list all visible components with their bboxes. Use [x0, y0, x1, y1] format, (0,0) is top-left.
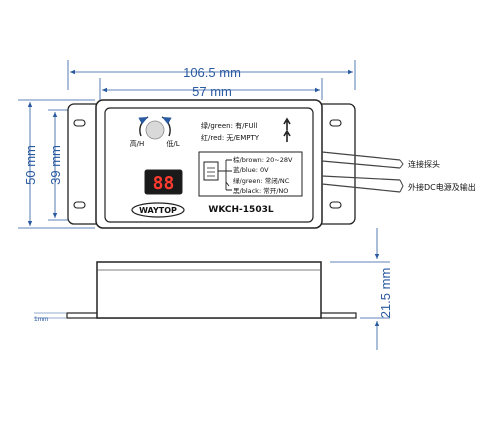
- overall-height-label: 50 mm: [23, 145, 38, 185]
- brand-name: WAYTOP: [139, 206, 177, 215]
- cables: 连接探头 外接DC电源及输出: [321, 151, 476, 193]
- led-red-label: 红/red: 无/EMPTY: [201, 133, 260, 142]
- panel-height-label: 39 mm: [48, 145, 63, 185]
- arrow-up-icon: [283, 129, 291, 142]
- knob-icon: [145, 120, 165, 140]
- mounting-hole: [329, 201, 342, 209]
- mounting-hole: [329, 119, 342, 127]
- led-display: 88: [144, 169, 183, 195]
- dimension-overall-width: 106.5 mm: [67, 60, 356, 90]
- wire-green-label: 绿/green: 常闭/NC: [233, 176, 290, 185]
- led-green-label: 绿/green: 有/FUll: [201, 121, 258, 130]
- knob-low-label: 低/L: [166, 139, 179, 148]
- rotate-right-arrow-icon: [161, 116, 172, 137]
- arrow-up-icon: [283, 117, 291, 130]
- mounting-hole: [73, 201, 86, 209]
- housing-side-view: [66, 261, 357, 319]
- flange-thickness-label: 1mm: [34, 316, 48, 323]
- logo-badge: [131, 202, 185, 218]
- model-label: WKCH-1503L: [208, 205, 273, 215]
- wire-brown-label: 棕/brown: 20~28V: [233, 155, 293, 164]
- relay-coil-icon: [203, 161, 219, 181]
- rotate-left-arrow-icon: [138, 116, 149, 137]
- mounting-hole: [73, 119, 86, 127]
- dimension-panel-width: 57 mm: [99, 78, 323, 100]
- probe-callout: 连接探头: [408, 159, 440, 169]
- wire-black-label: 黑/black: 常开/NO: [233, 186, 288, 195]
- display-screen: [144, 169, 183, 195]
- panel-width-label: 57 mm: [192, 84, 232, 99]
- knob-high-label: 高/H: [130, 139, 145, 148]
- dimension-overall-height: 50 mm: [18, 99, 95, 229]
- power-callout: 外接DC电源及输出: [408, 182, 476, 192]
- led-legend: 绿/green: 有/FUll 红/red: 无/EMPTY: [201, 117, 291, 142]
- side-body: [96, 261, 322, 319]
- sensitivity-knob: 高/H 低/L: [130, 116, 180, 148]
- wire-blue-label: 蓝/blue: 0V: [233, 165, 269, 174]
- wiring-block: 棕/brown: 20~28V 蓝/blue: 0V 绿/green: 常闭/N…: [198, 151, 303, 197]
- relay-contact-icon: [218, 159, 232, 191]
- overall-width-label: 106.5 mm: [183, 65, 241, 80]
- dimension-flange-thickness: 1mm: [34, 312, 66, 323]
- display-digits: 88: [153, 173, 175, 194]
- probe-cable-bottom: [321, 160, 401, 169]
- side-height-label: 21.5 mm: [378, 268, 393, 319]
- power-cable-bottom: [321, 183, 401, 193]
- dimension-side-height: 21.5 mm: [330, 228, 393, 350]
- brand-logo: WAYTOP: [131, 202, 185, 218]
- power-cable-top: [321, 175, 401, 181]
- probe-cable-top: [321, 151, 401, 161]
